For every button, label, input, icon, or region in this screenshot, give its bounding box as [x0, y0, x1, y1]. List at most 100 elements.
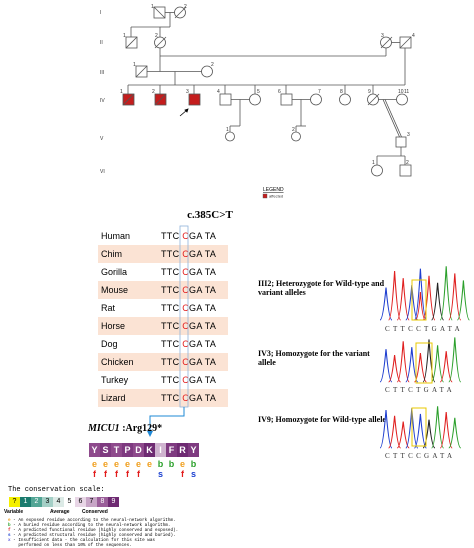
variant-highlight-box: [411, 407, 427, 447]
note-line: x - Insufficient data - the calculation …: [8, 538, 155, 543]
residue: P: [122, 443, 133, 457]
trace-peak: [456, 280, 470, 321]
svg-text:1: 1: [372, 160, 375, 166]
trace-peak: [396, 341, 410, 383]
svg-text:2: 2: [211, 62, 214, 68]
trace-peak: [431, 345, 445, 383]
prediction-letter: s: [190, 469, 196, 479]
note-line: performed on less than 10% of the sequen…: [8, 543, 132, 548]
svg-text:4: 4: [217, 89, 220, 95]
gen-label: V: [100, 136, 104, 142]
trace-peak: [415, 291, 426, 321]
scale-cell: 3: [42, 497, 53, 507]
prediction-letter: s: [157, 469, 163, 479]
svg-text:1: 1: [120, 89, 123, 95]
species-name: Turkey: [101, 375, 129, 385]
legend-swatch: [262, 193, 268, 199]
svg-text:2: 2: [292, 127, 295, 133]
gen-label: VI: [100, 169, 105, 175]
gen-label: IV: [100, 98, 105, 104]
species-name: Dog: [101, 339, 118, 349]
residue: Y: [188, 443, 199, 457]
gen-label: I: [100, 10, 101, 16]
note-line: e - An exposed residue according to the …: [8, 518, 176, 523]
legend-label: affected: [269, 194, 283, 199]
prediction-letter: e: [124, 459, 130, 469]
note-line: b - A buried residue according to the ne…: [8, 523, 171, 528]
residue: T: [111, 443, 122, 457]
trace-peak: [448, 417, 462, 449]
trace-peak: [439, 266, 453, 321]
svg-text:10: 10: [398, 89, 404, 95]
gen-label: III: [100, 70, 104, 76]
residue: K: [144, 443, 155, 457]
svg-text:1: 1: [226, 127, 229, 133]
svg-text:8: 8: [340, 89, 343, 95]
trace-peak: [388, 270, 402, 321]
prediction-letter: f: [126, 469, 129, 479]
scale-cell: 5: [64, 497, 75, 507]
prediction-letter: e: [102, 459, 108, 469]
svg-text:2: 2: [155, 33, 158, 39]
svg-text:9: 9: [368, 89, 371, 95]
svg-text:3: 3: [381, 33, 384, 39]
conservation-scale-labels: Variable Average Conserved: [4, 509, 108, 515]
residue: F: [166, 443, 177, 457]
mutation-title: c.385C>T: [187, 209, 233, 221]
svg-text:11: 11: [404, 89, 409, 95]
chromatogram-label: IV3; Homozygote for the variant allele: [258, 349, 370, 367]
trace-peak: [422, 339, 436, 383]
gen-label: II: [100, 40, 103, 46]
trace-peak: [431, 406, 445, 449]
variant-highlight-box: [415, 342, 433, 384]
species-name: Horse: [101, 321, 126, 331]
variant-highlight-box: [411, 279, 427, 321]
prediction-letter: f: [181, 469, 184, 479]
prediction-letter: f: [93, 469, 96, 479]
prediction-letter: e: [179, 459, 185, 469]
species-name: Mouse: [101, 285, 129, 295]
prediction-letter: b: [157, 459, 164, 469]
residue: S: [100, 443, 111, 457]
scale-cell: 7: [86, 497, 97, 507]
gene-variant: MICU1 :Arg129*: [88, 423, 163, 434]
prediction-letter: e: [91, 459, 97, 469]
prediction-letter: b: [190, 459, 197, 469]
legend-title: LEGEND: [263, 187, 284, 193]
scale-cell: 9: [108, 497, 119, 507]
pedigree-chart: I II III IV V VI 1 2 1 2 3 4 1 2 1 2 3 4…: [100, 4, 415, 199]
svg-text:2: 2: [184, 4, 187, 10]
svg-text:1: 1: [133, 62, 136, 68]
residue: R: [177, 443, 188, 457]
svg-text:3: 3: [407, 132, 410, 138]
conservation-title: The conservation scale:: [8, 486, 105, 494]
residue: Y: [89, 443, 100, 457]
scale-cell: 6: [75, 497, 86, 507]
svg-text:5: 5: [257, 89, 260, 95]
scale-cell: 8: [97, 497, 108, 507]
scale-cell: 4: [53, 497, 64, 507]
prediction-letter: e: [135, 459, 141, 469]
scale-cell: 1: [20, 497, 31, 507]
species-name: Lizard: [101, 393, 126, 403]
svg-text:7: 7: [318, 89, 321, 95]
scale-cell: ?: [9, 497, 20, 507]
trace-peak: [448, 337, 462, 383]
species-name: Chicken: [101, 357, 134, 367]
svg-text:2: 2: [152, 89, 155, 95]
svg-text:1: 1: [151, 4, 154, 10]
base-calls: CTTCTGATA: [385, 386, 455, 394]
prediction-letter: b: [168, 459, 175, 469]
species-name: Human: [101, 231, 131, 241]
species-name: Gorilla: [101, 267, 128, 277]
svg-text:1: 1: [123, 33, 126, 39]
chromatogram-label: IV9; Homozygote for Wild-type allele: [258, 415, 386, 424]
residue: D: [133, 443, 144, 457]
